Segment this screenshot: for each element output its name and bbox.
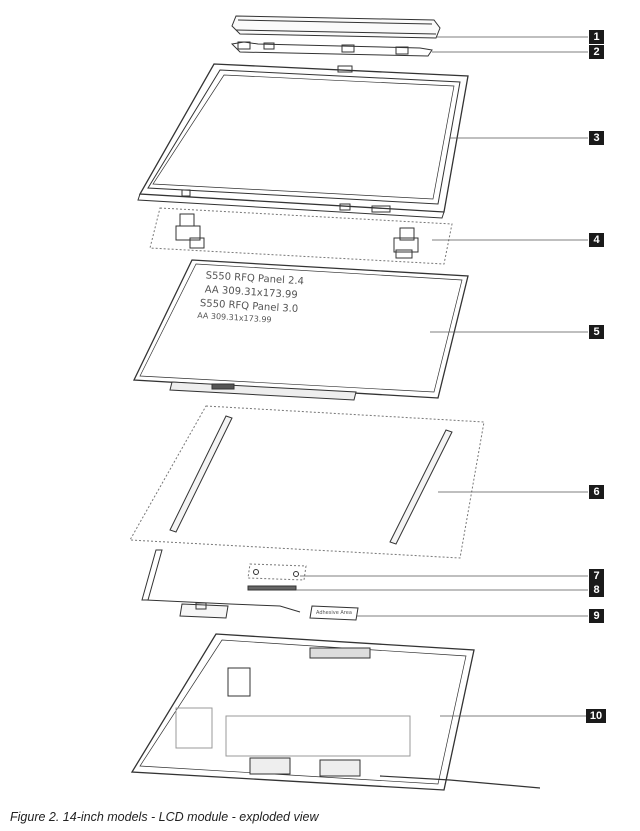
part-7-camera-board <box>247 563 307 581</box>
part-1-hinge-cover <box>231 15 441 39</box>
adhesive-area-label: Adhesive Area <box>316 610 352 616</box>
callout-5: 5 <box>589 325 604 339</box>
callout-3: 3 <box>589 131 604 145</box>
left-hinge <box>175 213 205 249</box>
part-10-rear-cover <box>130 633 541 791</box>
callout-1: 1 <box>589 30 604 44</box>
part-6-panel-brackets <box>129 405 485 559</box>
part-9-display-cable <box>141 549 359 621</box>
callout-7: 7 <box>589 569 604 583</box>
callout-4: 4 <box>589 233 604 247</box>
right-hinge <box>393 227 419 259</box>
callout-10: 10 <box>586 709 606 723</box>
part-4-hinges <box>149 207 453 265</box>
panel-text-group: S550 RFQ Panel 2.4 AA 309.31x173.99 S550… <box>197 270 304 325</box>
panel-label-line-4: AA 309.31x173.99 <box>197 311 272 325</box>
callout-2: 2 <box>589 45 604 59</box>
part-3-front-bezel <box>137 63 469 219</box>
callout-9: 9 <box>589 609 604 623</box>
callout-6: 6 <box>589 485 604 499</box>
part-2-hinge-bracket <box>230 41 433 57</box>
part-8-camera-strip <box>247 585 297 591</box>
figure-caption: Figure 2. 14-inch models - LCD module - … <box>10 810 319 824</box>
part-5-lcd-panel <box>132 259 469 401</box>
callout-8: 8 <box>589 583 604 597</box>
